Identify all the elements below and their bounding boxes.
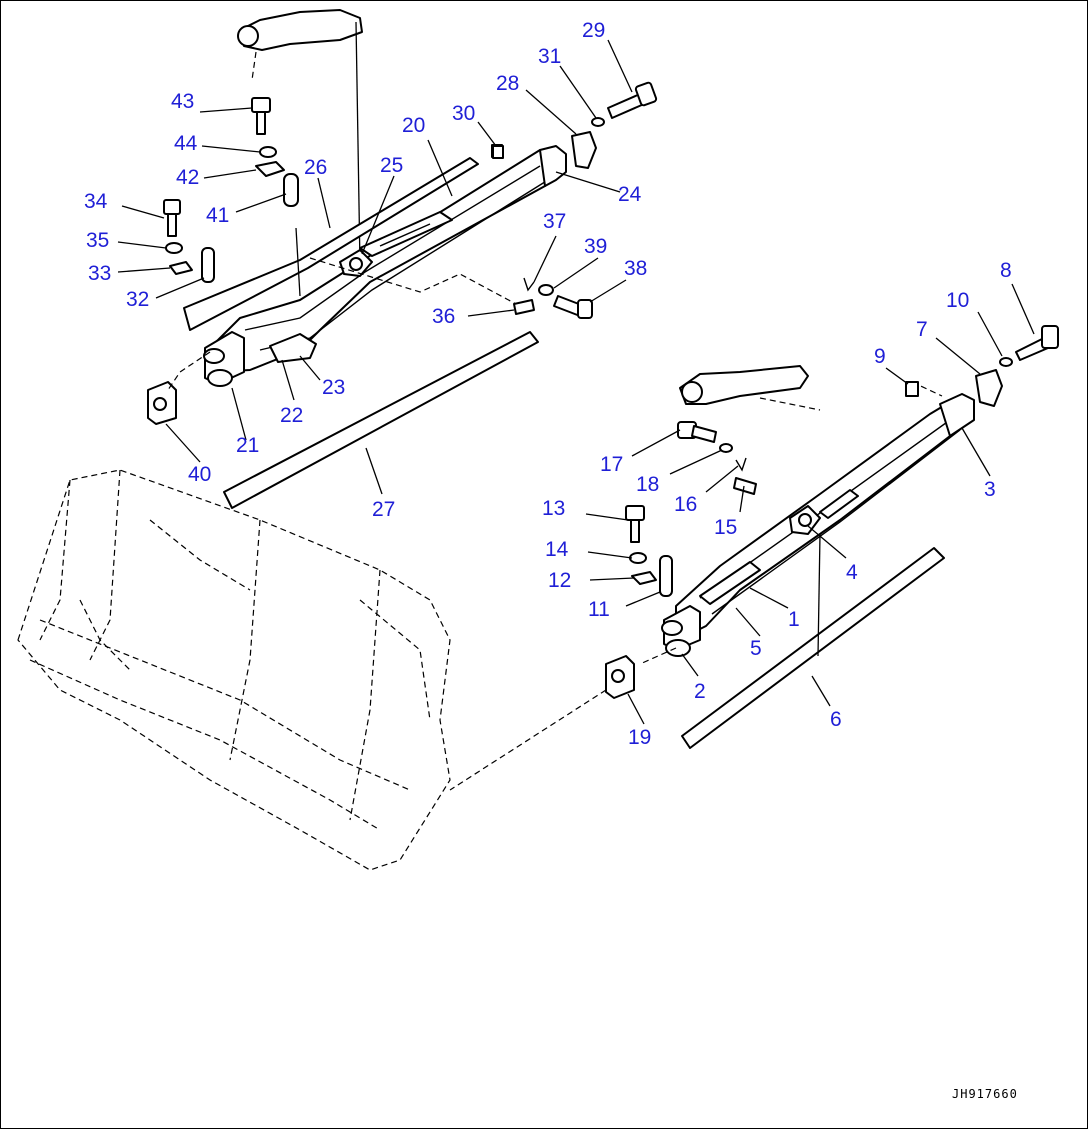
callout-31: 31	[538, 45, 561, 68]
right-leaders	[449, 283, 1035, 791]
callout-42: 42	[176, 166, 199, 189]
callout-12: 12	[548, 569, 571, 592]
callout-14: 14	[545, 538, 569, 561]
callout-36: 36	[432, 305, 455, 328]
callout-8: 8	[1000, 259, 1012, 282]
callout-2: 2	[694, 680, 706, 703]
callout-29: 29	[582, 19, 605, 42]
callouts: 43 44 42 41 26 34 35 33 32 20 30 25 28 3…	[84, 19, 1012, 749]
callout-11: 11	[588, 598, 610, 621]
callout-10: 10	[946, 289, 969, 312]
right-cylinder	[679, 365, 821, 411]
callout-34: 34	[84, 190, 108, 213]
callout-20: 20	[402, 114, 425, 137]
callout-13: 13	[542, 497, 565, 520]
callout-4: 4	[846, 561, 858, 584]
upper-cylinder	[237, 9, 363, 266]
callout-30: 30	[452, 102, 475, 125]
callout-17: 17	[600, 453, 623, 476]
callout-5: 5	[750, 637, 762, 660]
right-small-parts	[605, 325, 1059, 699]
callout-35: 35	[86, 229, 109, 252]
left-small-parts	[147, 81, 658, 425]
callout-26: 26	[304, 156, 327, 179]
callout-16: 16	[674, 493, 697, 516]
callout-6: 6	[830, 708, 842, 731]
callout-25: 25	[380, 154, 403, 177]
callout-23: 23	[322, 376, 345, 399]
callout-40: 40	[188, 463, 211, 486]
callout-41: 41	[206, 204, 229, 227]
callout-15: 15	[714, 516, 737, 539]
left-leaders	[117, 39, 633, 495]
callout-44: 44	[174, 132, 198, 155]
callout-37: 37	[543, 210, 566, 233]
callout-19: 19	[628, 726, 651, 749]
callout-33: 33	[88, 262, 111, 285]
right-arm-assembly	[661, 381, 975, 657]
callout-28: 28	[496, 72, 519, 95]
callout-27: 27	[372, 498, 395, 521]
callout-18: 18	[636, 473, 659, 496]
callout-39: 39	[584, 235, 607, 258]
callout-21: 21	[236, 434, 259, 457]
callout-3: 3	[984, 478, 996, 501]
shim-plate-27	[223, 331, 539, 509]
callout-9: 9	[874, 345, 886, 368]
shim-plate-6	[681, 547, 945, 749]
callout-22: 22	[280, 404, 303, 427]
callout-38: 38	[624, 257, 647, 280]
blade-outline	[17, 469, 451, 871]
shim-plate-26	[183, 157, 479, 331]
callout-43: 43	[171, 90, 194, 113]
callout-32: 32	[126, 288, 149, 311]
callout-24: 24	[618, 183, 642, 206]
left-arm-assembly	[203, 144, 567, 387]
drawing-code: JH917660	[952, 1087, 1018, 1101]
callout-7: 7	[916, 318, 928, 341]
callout-1: 1	[788, 608, 800, 631]
